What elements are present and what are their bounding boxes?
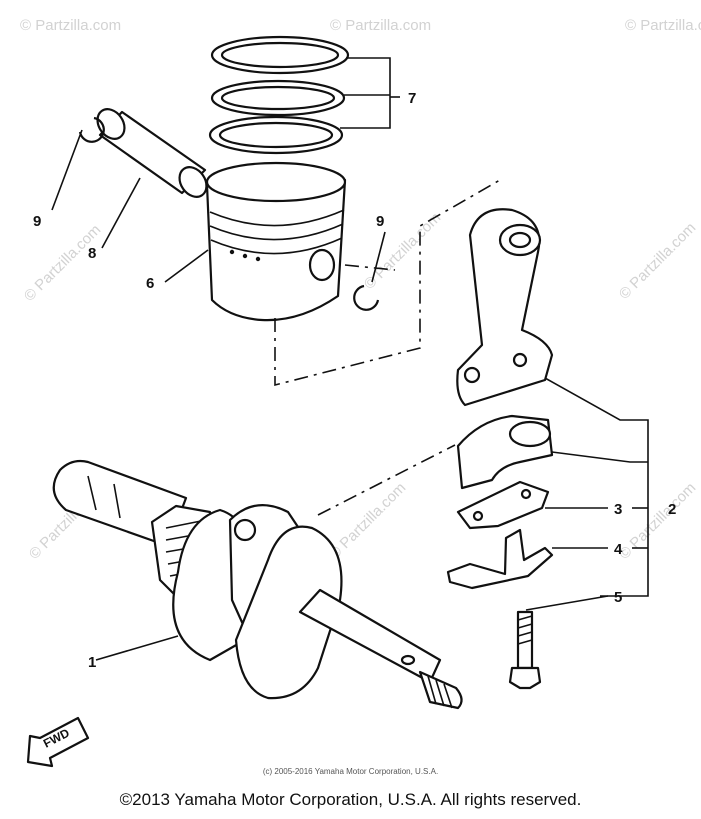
lock-plate [446,528,554,590]
connecting-rod [456,208,554,407]
fwd-arrow-icon: FWD [26,716,90,768]
watermark-top-left: © Partzilla.com [20,17,121,34]
callout-7: 7 [408,90,416,107]
rod-cap [456,414,554,490]
watermark-low-right: © Partzilla.com [616,479,699,562]
assembly-lines [274,179,501,516]
callout-8: 8 [88,245,96,262]
watermark-mid-center: © Partzilla.com [361,209,444,292]
leader-lines [51,57,649,661]
watermark-top-center: © Partzilla.com [330,17,431,34]
main-copyright: ©2013 Yamaha Motor Corporation, U.S.A. A… [119,790,582,809]
small-copyright: (c) 2005-2016 Yamaha Motor Corporation, … [262,767,439,776]
circlip-left [78,116,105,143]
watermark-mid-right: © Partzilla.com [616,219,699,302]
crankshaft [52,459,463,710]
rod-bolt [508,610,542,690]
callout-3: 3 [614,501,622,518]
callout-9-right: 9 [376,213,384,230]
piston-pin [96,108,208,198]
watermark-mid-left: © Partzilla.com [21,221,104,304]
circlip-right [353,284,380,311]
watermark-top-right: © Partzilla.com [625,17,701,34]
callouts: 1 2 3 4 5 6 7 8 9 9 [33,90,676,671]
callout-9-left: 9 [33,213,41,230]
callout-4: 4 [614,541,623,558]
callout-5: 5 [614,589,622,606]
piston-rings [208,35,350,155]
watermark-low-center: © Partzilla.com [326,479,409,562]
callout-6: 6 [146,275,154,292]
piston [205,161,347,322]
lock-washer [456,480,550,530]
callout-2: 2 [668,501,676,518]
callout-1: 1 [88,654,96,671]
